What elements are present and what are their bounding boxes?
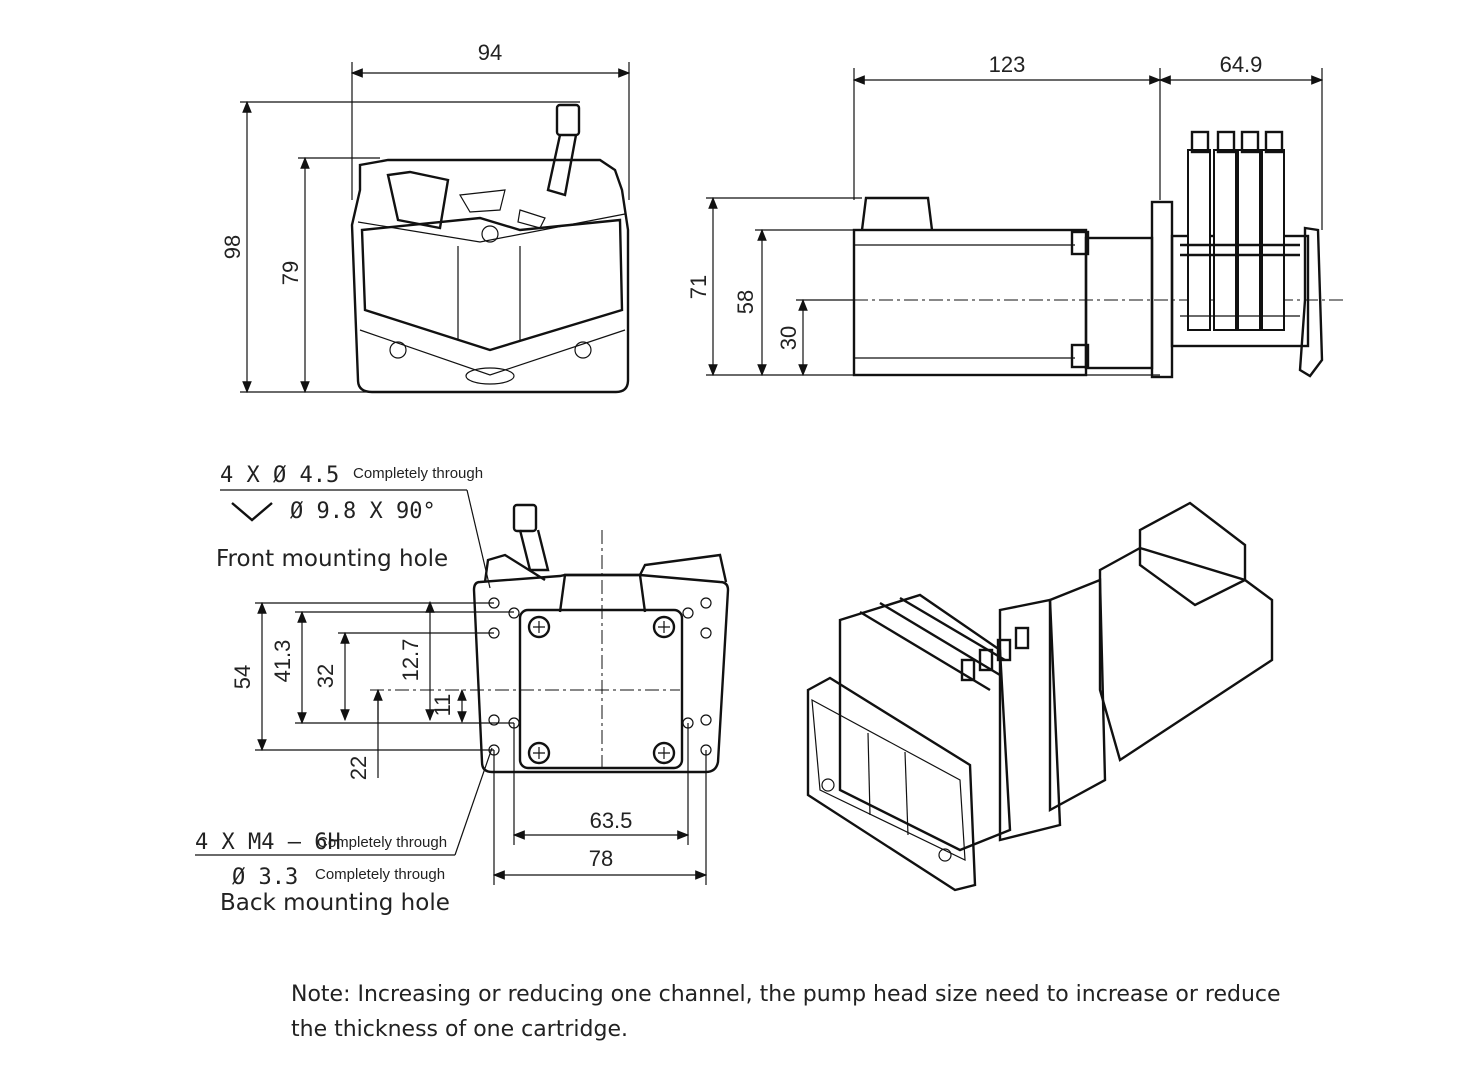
dim-height-98: 98 xyxy=(220,235,245,259)
dim-width-94: 94 xyxy=(478,40,502,65)
dim-motor-length-123: 123 xyxy=(989,52,1026,77)
isometric-view xyxy=(806,501,1274,892)
mounting-view: 4 X Ø 4.5 Completely through Ø 9.8 X 90°… xyxy=(195,463,730,916)
dim-12-7: 12.7 xyxy=(398,639,423,682)
dim-height-58: 58 xyxy=(733,290,758,314)
mount-holes xyxy=(488,597,712,756)
back-hole-spec-1-note: Completely through xyxy=(317,834,447,851)
front-hole-spec-1-note: Completely through xyxy=(353,465,483,482)
dim-78: 78 xyxy=(589,846,613,871)
front-view: 94 98 79 xyxy=(220,40,631,394)
dim-54: 54 xyxy=(230,665,255,689)
back-hole-label: Back mounting hole xyxy=(220,890,450,916)
back-hole-spec-1: 4 X M4 – 6H xyxy=(195,830,341,855)
dim-height-71: 71 xyxy=(686,275,711,299)
dim-63-5: 63.5 xyxy=(590,808,633,833)
front-hole-label: Front mounting hole xyxy=(216,546,448,572)
back-hole-spec-2-note: Completely through xyxy=(315,866,445,883)
front-hole-spec-2: Ø 9.8 X 90° xyxy=(290,499,436,524)
note-text: Note: Increasing or reducing one channel… xyxy=(291,982,1281,1042)
dim-height-30: 30 xyxy=(776,326,801,350)
dim-41-3: 41.3 xyxy=(270,640,295,683)
dim-22: 22 xyxy=(346,756,371,780)
screws xyxy=(527,615,676,765)
front-hole-spec-1: 4 X Ø 4.5 xyxy=(220,463,339,488)
dim-32: 32 xyxy=(313,664,338,688)
back-hole-spec-2: Ø 3.3 xyxy=(232,865,298,890)
dim-height-79: 79 xyxy=(278,261,303,285)
pump-cartridges xyxy=(1180,130,1300,331)
dim-11: 11 xyxy=(430,694,455,717)
dim-head-length-64-9: 64.9 xyxy=(1220,52,1263,77)
side-view: 123 64.9 71 58 30 xyxy=(686,52,1345,379)
